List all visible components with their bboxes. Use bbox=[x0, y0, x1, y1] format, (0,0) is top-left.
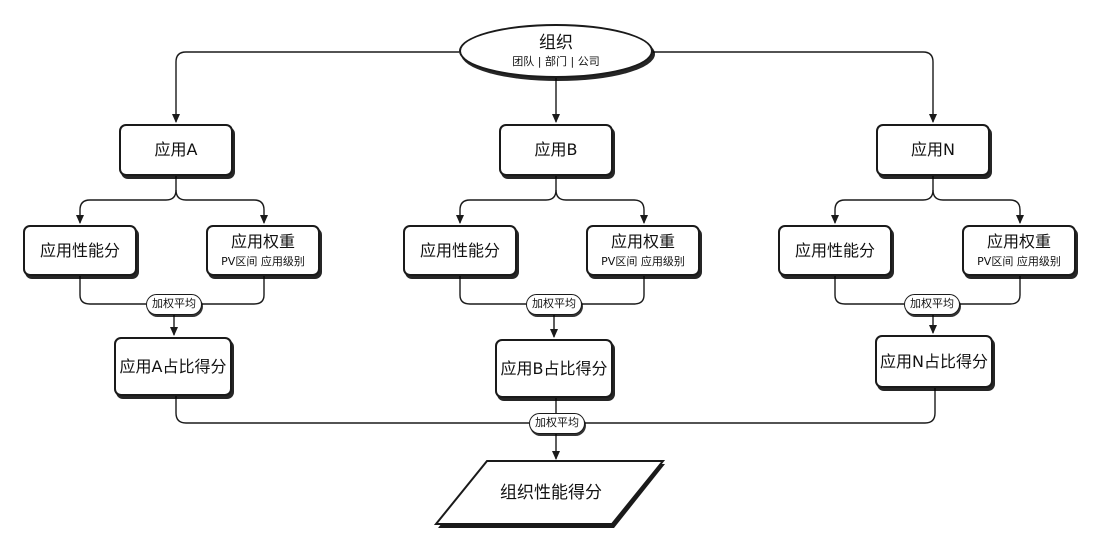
app-a-weight-sub: PV区间 应用级别 bbox=[221, 255, 305, 268]
result-shape bbox=[433, 460, 666, 525]
app-n-node: 应用N bbox=[876, 124, 990, 176]
edge-app-a-merge bbox=[79, 276, 265, 305]
edge-app-n-merge bbox=[834, 276, 1021, 305]
org-title: 组织 bbox=[539, 33, 573, 53]
app-b-weight-node: 应用权重 PV区间 应用级别 bbox=[586, 225, 700, 276]
app-n-share-node: 应用N占比得分 bbox=[875, 335, 993, 388]
edge-app-b-merge bbox=[459, 276, 645, 305]
app-n-weight-label: 应用权重 bbox=[986, 232, 1051, 251]
app-b-share-label: 应用B占比得分 bbox=[500, 358, 608, 378]
org-node: 组织 团队 | 部门 | 公司 bbox=[459, 24, 653, 78]
app-b-weight-label: 应用权重 bbox=[610, 232, 675, 251]
app-a-perf-node: 应用性能分 bbox=[23, 225, 137, 276]
app-n-perf-node: 应用性能分 bbox=[778, 225, 892, 276]
app-n-avg: 加权平均 bbox=[904, 294, 960, 315]
app-b-perf-label: 应用性能分 bbox=[419, 240, 500, 260]
app-a-share-label: 应用A占比得分 bbox=[119, 356, 227, 376]
edge-root-to-app-n bbox=[653, 51, 937, 123]
edge-root-to-app-a bbox=[172, 51, 459, 123]
final-avg: 加权平均 bbox=[529, 413, 585, 434]
app-a-avg: 加权平均 bbox=[146, 294, 202, 315]
app-a-node: 应用A bbox=[119, 124, 233, 176]
app-b-node: 应用B bbox=[499, 124, 613, 176]
app-a-weight-label: 应用权重 bbox=[230, 232, 295, 251]
app-b-avg: 加权平均 bbox=[526, 294, 582, 315]
app-a-label: 应用A bbox=[154, 140, 198, 159]
app-b-perf-node: 应用性能分 bbox=[403, 225, 517, 276]
edge-app-n-split bbox=[831, 176, 934, 224]
app-n-share-label: 应用N占比得分 bbox=[880, 351, 988, 371]
app-b-label: 应用B bbox=[534, 140, 578, 159]
result-label: 组织性能得分 bbox=[500, 483, 602, 503]
app-n-weight-node: 应用权重 PV区间 应用级别 bbox=[962, 225, 1076, 276]
app-a-weight-node: 应用权重 PV区间 应用级别 bbox=[206, 225, 320, 276]
edge-app-a-split bbox=[76, 176, 177, 224]
app-a-perf-label: 应用性能分 bbox=[39, 240, 120, 260]
app-b-weight-sub: PV区间 应用级别 bbox=[601, 255, 685, 268]
app-b-share-node: 应用B占比得分 bbox=[495, 339, 613, 398]
app-n-weight-sub: PV区间 应用级别 bbox=[977, 255, 1061, 268]
edge-app-b-split bbox=[456, 176, 557, 224]
edge-final-merge bbox=[175, 388, 936, 424]
app-a-share-node: 应用A占比得分 bbox=[114, 337, 232, 396]
app-n-label: 应用N bbox=[911, 140, 955, 159]
app-n-perf-label: 应用性能分 bbox=[794, 240, 875, 260]
org-subtitle: 团队 | 部门 | 公司 bbox=[512, 55, 600, 68]
